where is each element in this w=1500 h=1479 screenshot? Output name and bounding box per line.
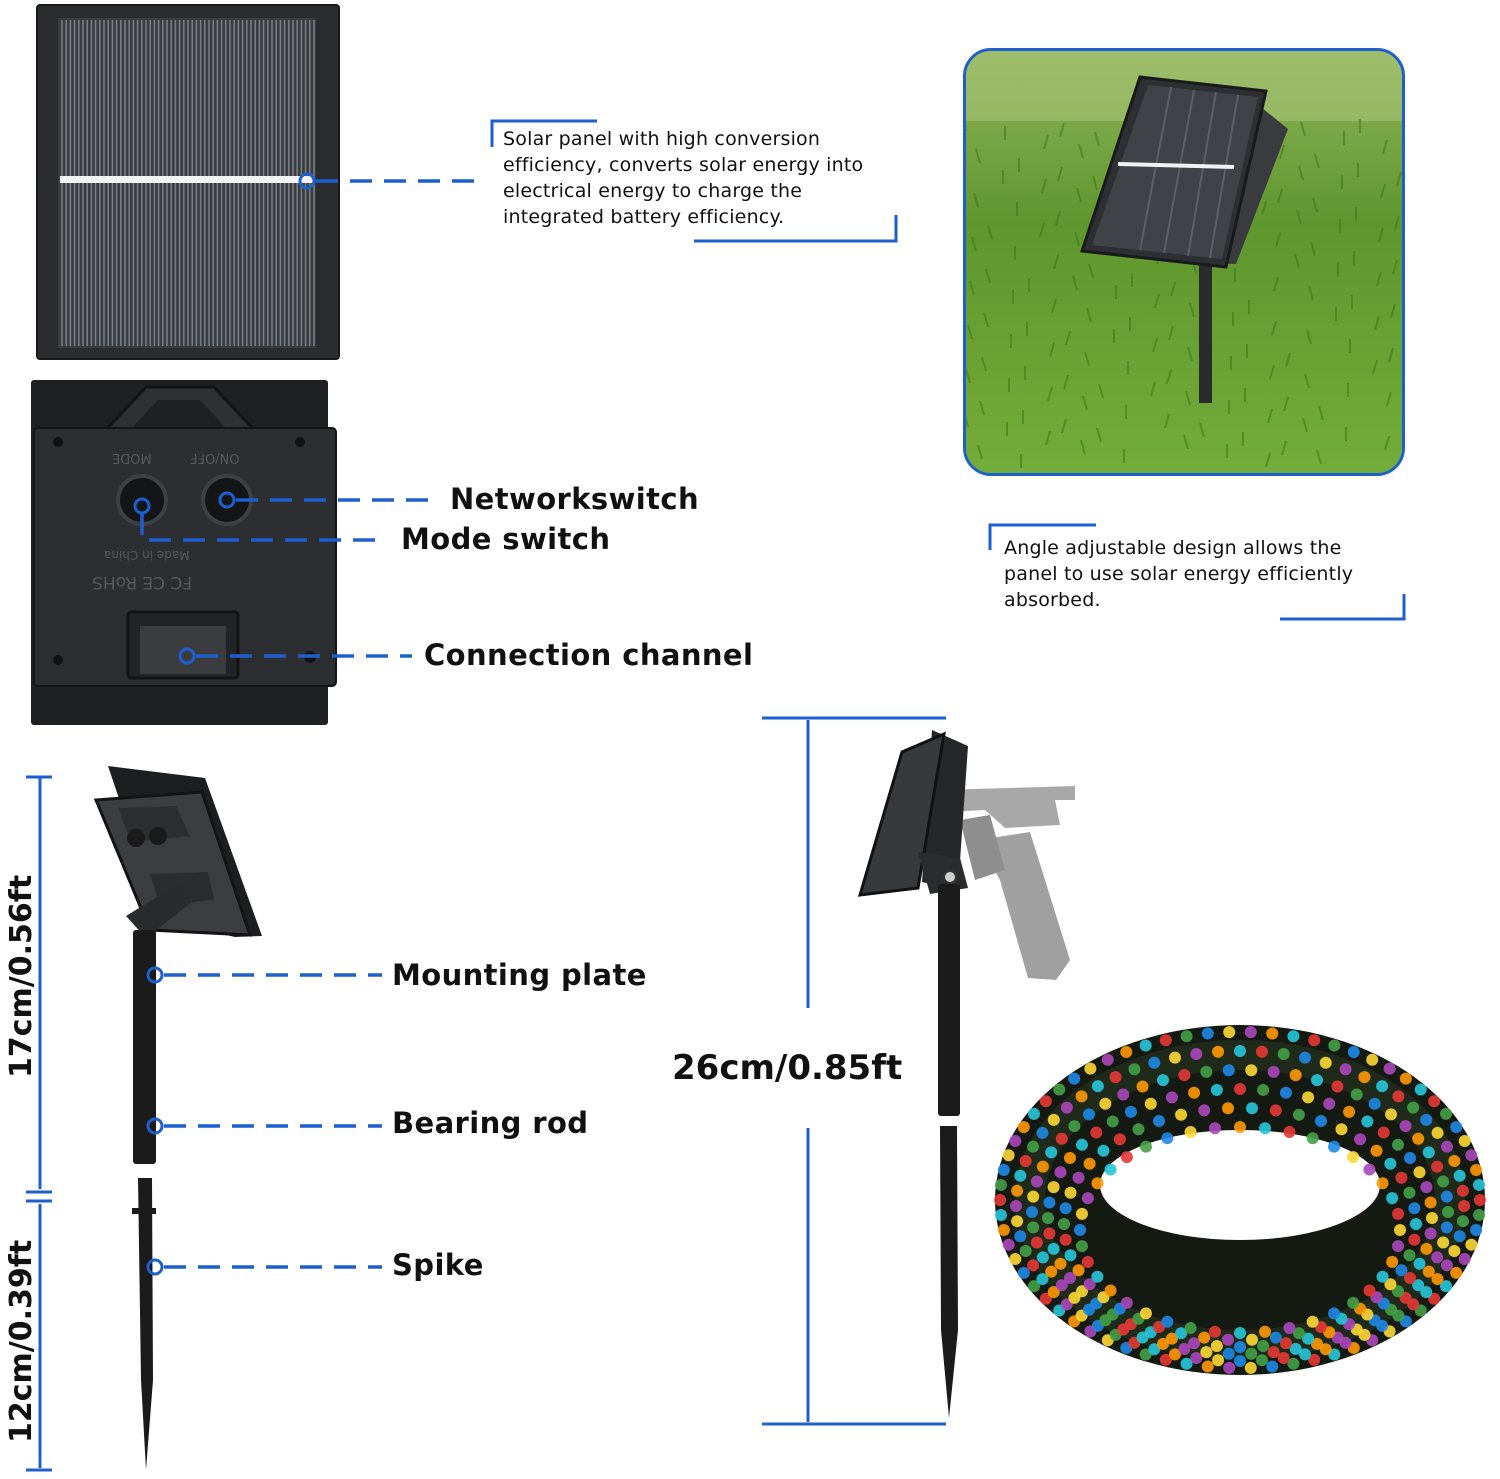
solar-panel-description: Solar panel with high conversion efficie… xyxy=(503,128,864,228)
connection-channel-label: Connection channel xyxy=(424,638,754,672)
mounting-plate-label: Mounting plate xyxy=(392,958,647,992)
network-switch-label: Networkswitch xyxy=(450,482,699,516)
total-height-dimension: 26cm/0.85ft xyxy=(672,1048,903,1088)
lawn-photo-icon xyxy=(963,48,1405,476)
bearing-rod-label: Bearing rod xyxy=(392,1106,589,1140)
angle-description: Angle adjustable design allows the panel… xyxy=(1004,537,1354,611)
mode-switch-label: Mode switch xyxy=(401,522,611,556)
spike-label: Spike xyxy=(392,1248,484,1282)
